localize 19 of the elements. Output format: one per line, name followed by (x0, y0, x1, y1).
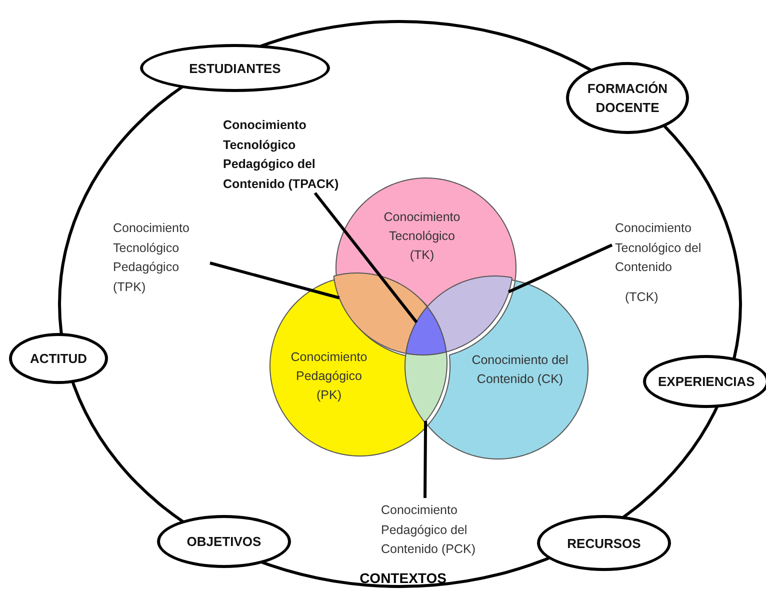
leader-line (424, 420, 428, 498)
leader-label: (TCK) (624, 288, 658, 306)
leader-label: Conocimiento Tecnológico Pedagógico del Contenido (TPACK) (223, 117, 340, 193)
overlap-region (333, 272, 428, 354)
context-title: CONTEXTOS (358, 570, 448, 586)
leader-label: Conocimiento Tecnológico Pedagógico (TPK) (113, 220, 190, 296)
overlap-region (406, 306, 447, 356)
circle-label: Conocimiento Tecnológico (TK) (382, 209, 462, 264)
circle-label: Conocimiento Pedagógico (PK) (290, 349, 368, 404)
circle-label: Conocimiento del Contenido (CK) (471, 352, 569, 388)
leader-label: Conocimiento Pedagógico del Contenido (PCK) (381, 502, 476, 558)
leader-line (508, 244, 613, 294)
topic-ellipse: EXPERIENCIAS (643, 355, 766, 408)
leader-line (210, 262, 340, 300)
overlap-region (426, 276, 512, 352)
topic-ellipse: ACTITUD (9, 333, 108, 384)
leader-line (314, 192, 418, 324)
overlap-region (404, 352, 448, 423)
leader-label: Conocimiento Tecnológico del Contenido (615, 220, 702, 276)
